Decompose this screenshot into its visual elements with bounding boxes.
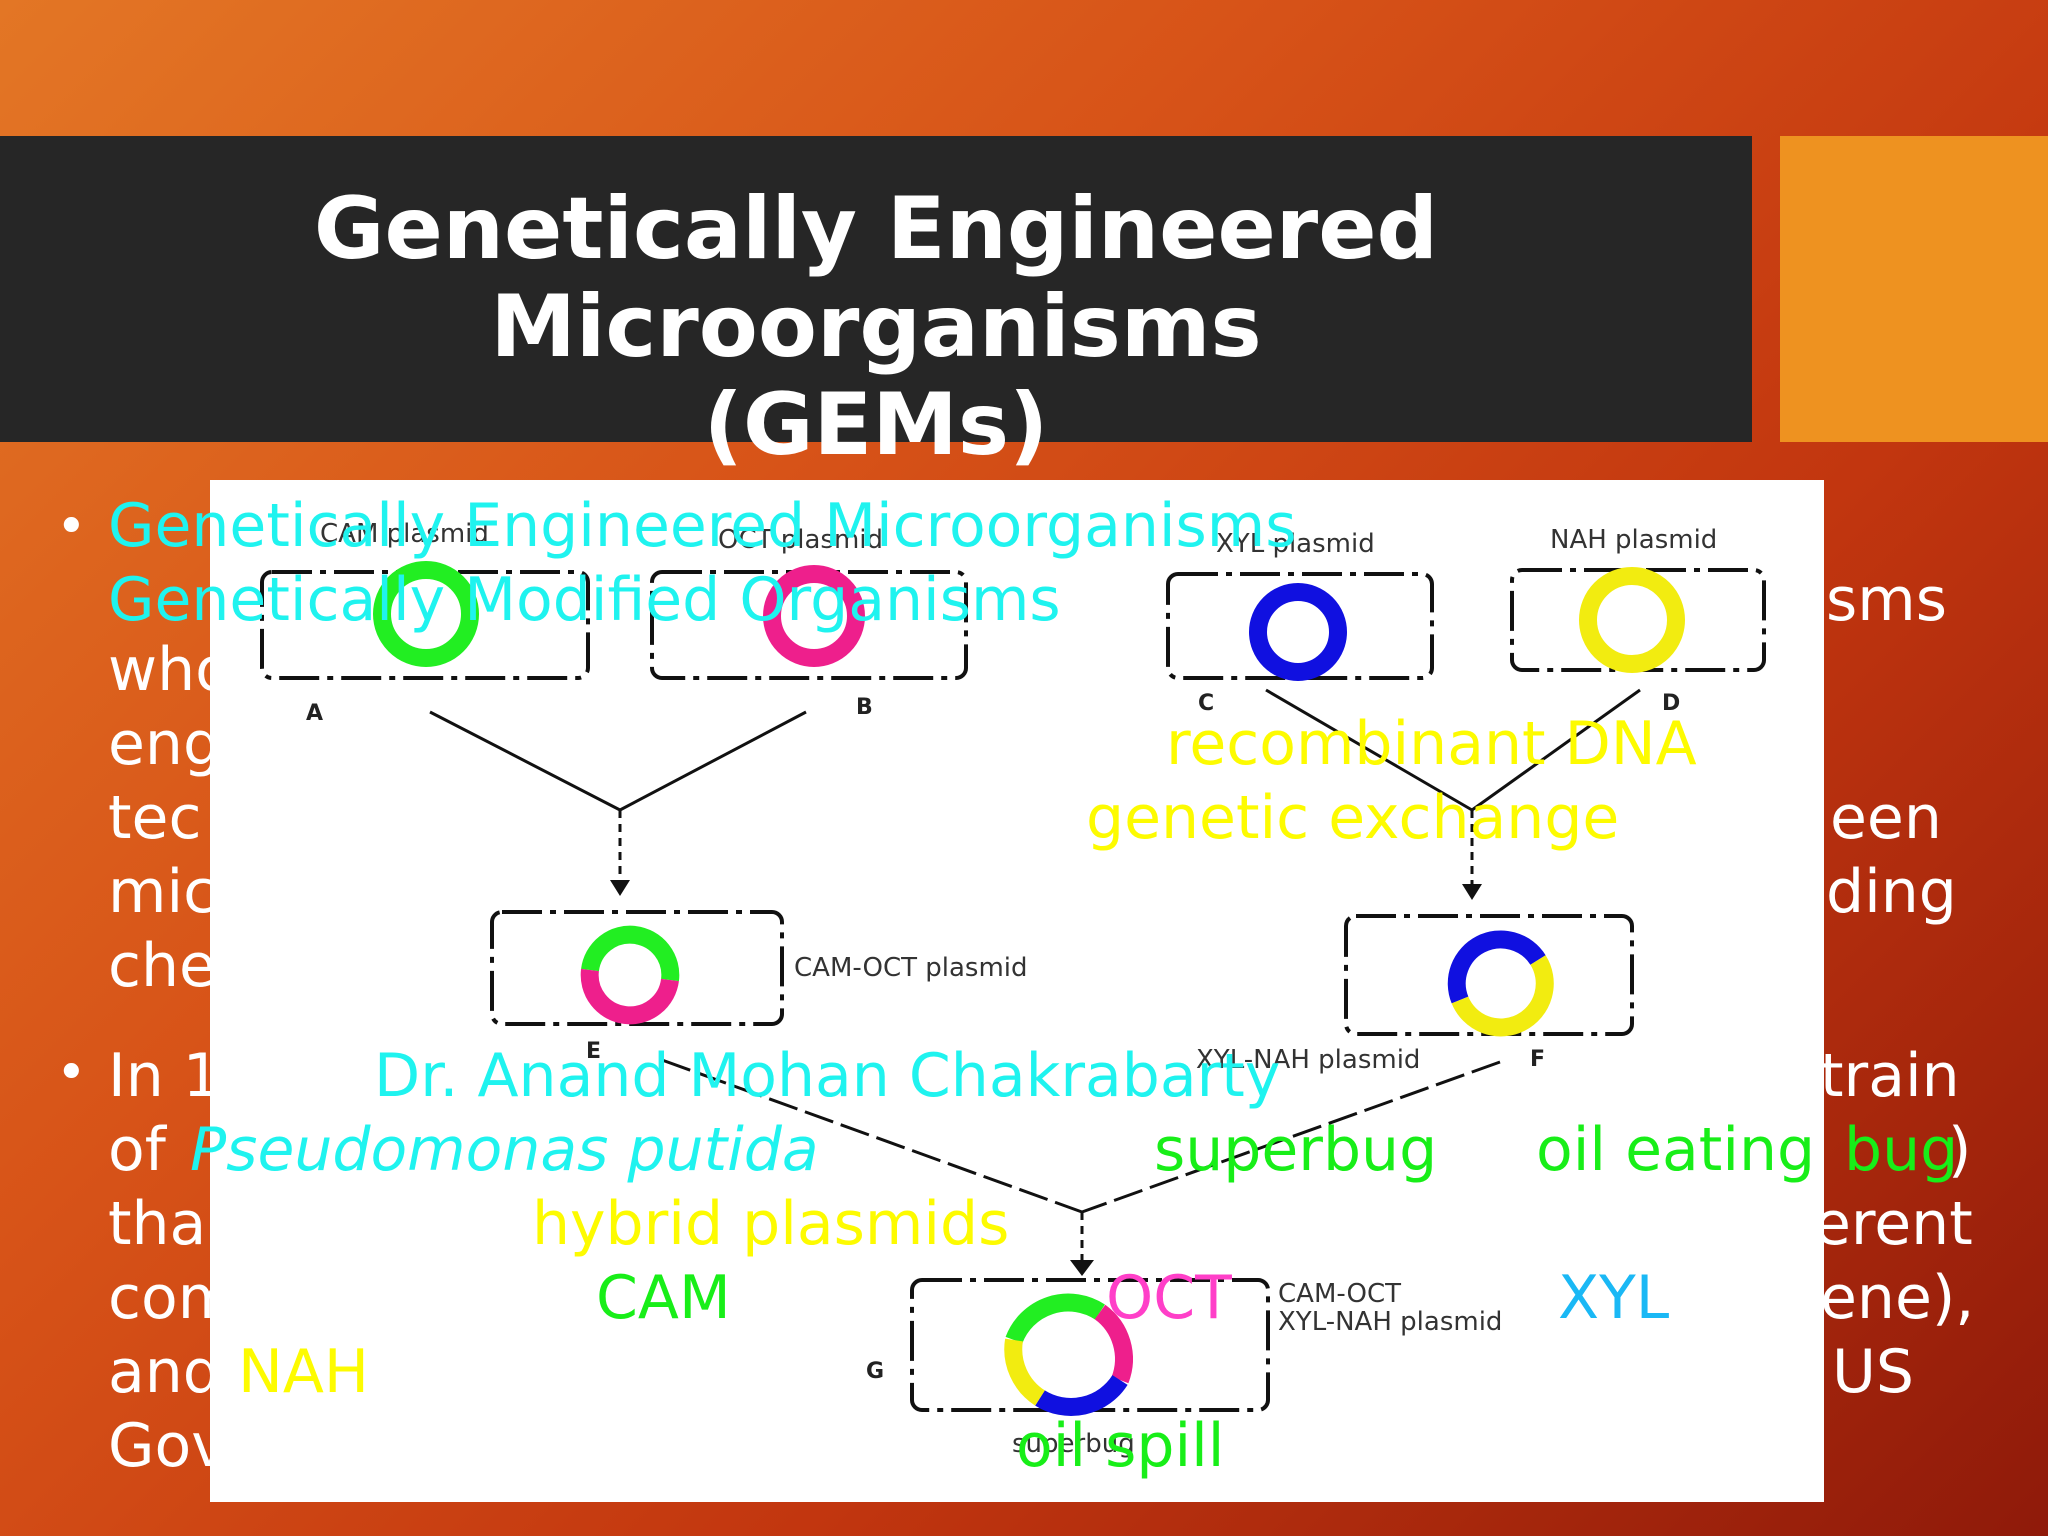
letter-c: C (1198, 691, 1214, 716)
final-label-line1: CAM-OCT (1278, 1279, 1401, 1309)
camoct-plasmid-label: CAM-OCT plasmid (794, 953, 1028, 983)
cam-plasmid-label: CAM plasmid (320, 519, 489, 549)
arrow-b (619, 710, 807, 812)
oct-plasmid-label: OCT plasmid (718, 525, 883, 555)
frag-gov: Gov (108, 1411, 227, 1481)
letter-g: G (866, 1359, 884, 1384)
superbug-label: superbug (1012, 1429, 1135, 1459)
term-pseudomonas: Pseudomonas putida (190, 1115, 819, 1185)
cell-c-box (1166, 572, 1434, 680)
title-line-2: (GEMs) (703, 375, 1049, 475)
arrowhead-g (1070, 1260, 1094, 1276)
term-nah: NAH (238, 1337, 370, 1407)
frag-sms: sms (1826, 565, 1947, 635)
term-hybrid-plasmids: hybrid plasmids (532, 1189, 1010, 1259)
arrow-c (1265, 688, 1473, 812)
arrow-d (1471, 688, 1641, 812)
cell-e-box (490, 910, 784, 1026)
frag-of: of (108, 1115, 166, 1185)
frag-mic: mic (108, 857, 217, 927)
frag-and: and (108, 1337, 221, 1407)
letter-e: E (586, 1039, 601, 1064)
nah-plasmid-ring (1579, 567, 1685, 673)
term-genetic-exchange: genetic exchange (1086, 783, 1620, 853)
xyl-plasmid-ring (1249, 583, 1347, 681)
letter-d: D (1662, 691, 1680, 716)
frag-tha: tha (108, 1189, 207, 1259)
bullet-dot-2: • (56, 1043, 87, 1103)
nah-plasmid-label: NAH plasmid (1550, 525, 1717, 555)
term-oct: OCT (1106, 1263, 1232, 1333)
arrow-f (1081, 1060, 1501, 1214)
final-green-arc (1005, 1293, 1105, 1344)
frag-erent: erent (1814, 1189, 1973, 1259)
xylnah-plasmid-label: XYL-NAH plasmid (1196, 1045, 1420, 1075)
xylnah-yellow-arc (1451, 955, 1554, 1037)
frag-train: train (1820, 1041, 1960, 1111)
bullet-dot-1: • (56, 497, 87, 557)
term-superbug: superbug (1154, 1115, 1438, 1185)
xyl-plasmid-label: XYL plasmid (1216, 529, 1375, 559)
slide-title: Genetically Engineered Microorganisms (G… (0, 180, 1752, 474)
frag-close-paren: ) (1948, 1115, 1972, 1185)
title-line-1: Genetically Engineered Microorganisms (313, 179, 1439, 377)
term-bug: bug (1844, 1115, 1959, 1185)
frag-ene: ene), (1820, 1263, 1975, 1333)
plasmid-diagram: CAM plasmid OCT plasmid XYL plasmid NAH … (210, 480, 1824, 1502)
final-pink-arc (1094, 1304, 1133, 1384)
term-gem: Genetically Engineered Microorganisms (108, 491, 1297, 561)
frag-in1: In 1 (108, 1041, 221, 1111)
letter-a: A (306, 701, 323, 726)
arrowhead-f (1462, 884, 1482, 900)
title-bar (0, 136, 1752, 442)
term-chakrabarty: Dr. Anand Mohan Chakrabarty (374, 1041, 1281, 1111)
final-blue-arc (1035, 1374, 1128, 1416)
accent-box (1780, 136, 2048, 442)
term-gmo: Genetically Modified Organisms (108, 565, 1061, 635)
term-oil-eating: oil eating (1536, 1115, 1816, 1185)
term-recombinant-dna: recombinant DNA (1166, 709, 1697, 779)
arrow-a (429, 710, 621, 812)
final-yellow-arc (1004, 1338, 1046, 1406)
final-label-line2: XYL-NAH plasmid (1278, 1307, 1502, 1337)
frag-tec: tec (108, 783, 202, 853)
oct-plasmid-ring (763, 565, 865, 667)
term-xyl: XYL (1558, 1263, 1670, 1333)
frag-che: che (108, 931, 216, 1001)
letter-b: B (856, 695, 873, 720)
frag-ding: ding (1826, 857, 1957, 927)
xylnah-blue-arc (1447, 930, 1546, 1004)
arrowhead-e (610, 880, 630, 896)
camoct-pink-arc (580, 968, 679, 1025)
cam-plasmid-ring (373, 561, 479, 667)
term-oil-spill: oil spill (1016, 1411, 1225, 1481)
frag-een: een (1830, 783, 1942, 853)
letter-f: F (1530, 1047, 1545, 1072)
camoct-green-arc (581, 925, 680, 982)
frag-us: US (1832, 1337, 1915, 1407)
term-cam: CAM (596, 1263, 731, 1333)
frag-eng: eng (108, 709, 222, 779)
